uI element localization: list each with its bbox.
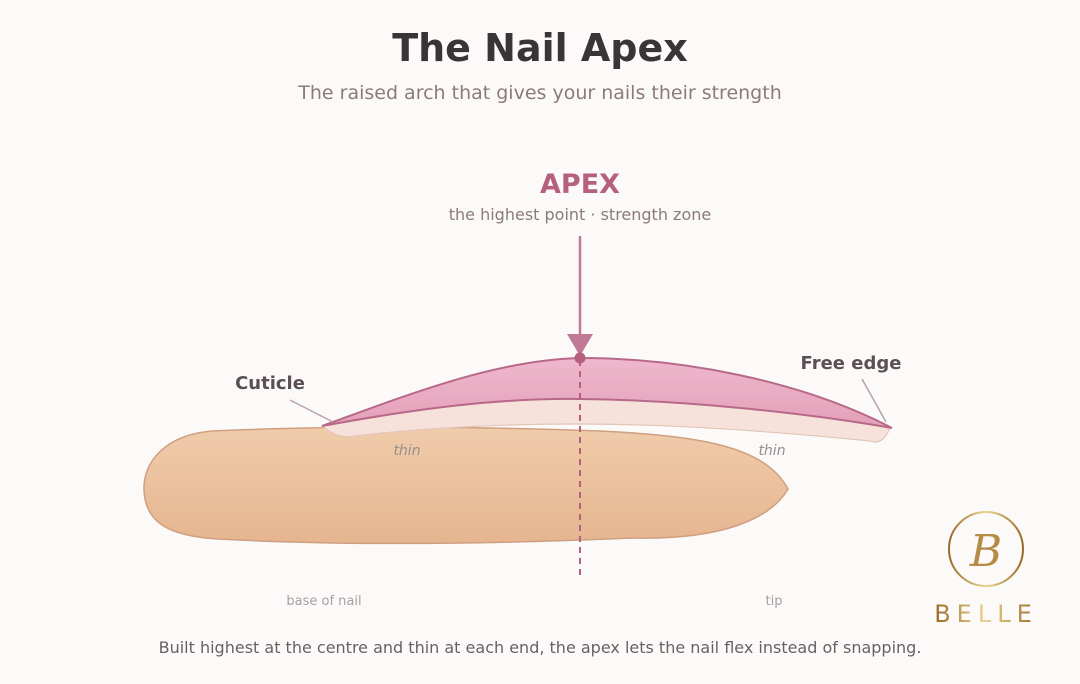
cuticle-label: Cuticle xyxy=(235,373,305,394)
apex-arch-layer xyxy=(321,356,893,429)
free-edge-leader-line xyxy=(861,378,887,423)
apex-label: APEX xyxy=(540,169,620,200)
tip-label: tip xyxy=(766,594,783,609)
finger-shape xyxy=(143,426,789,545)
apex-sublabel: the highest point · strength zone xyxy=(449,205,711,224)
footer-caption: Built highest at the centre and thin at … xyxy=(158,638,922,657)
cuticle-leader-line xyxy=(289,399,334,423)
apex-arrow-head xyxy=(567,334,593,356)
page-title: The Nail Apex xyxy=(392,26,688,70)
page-subtitle: The raised arch that gives your nails th… xyxy=(298,82,782,104)
belle-logo: B BELLE xyxy=(934,511,1038,628)
thin-label-right: thin xyxy=(758,443,785,459)
thin-label-left: thin xyxy=(393,443,420,459)
logo-ring xyxy=(948,511,1024,587)
logo-wordmark: BELLE xyxy=(934,600,1038,628)
free-edge-label: Free edge xyxy=(801,353,902,374)
apex-point-dot xyxy=(574,352,586,364)
base-of-nail-label: base of nail xyxy=(286,594,361,609)
logo-monogram: B xyxy=(969,526,1002,577)
